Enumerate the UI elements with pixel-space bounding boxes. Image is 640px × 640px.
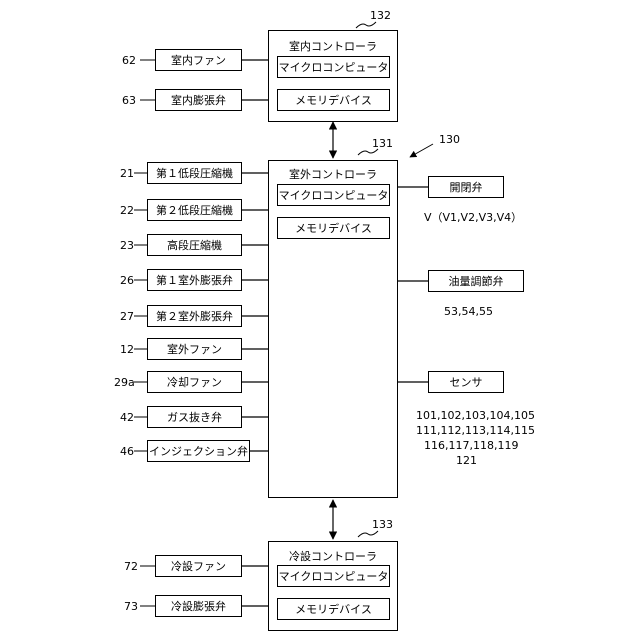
ref-cooler-valve: 73	[124, 601, 138, 612]
ref-cooler-controller: 133	[372, 519, 393, 530]
oil-valve-refs: 53,54,55	[444, 306, 493, 317]
indoor-microcomputer: マイクロコンピュータ	[277, 56, 390, 78]
second-outdoor-expansion-valve-box: 第２室外膨張弁	[147, 305, 242, 327]
leader-132	[356, 22, 376, 28]
ref-cooler-fan: 72	[124, 561, 138, 572]
second-low-stage-compressor-box: 第２低段圧縮機	[147, 199, 242, 221]
leader-133	[358, 531, 378, 537]
on-off-valve-box: 開閉弁	[428, 176, 504, 198]
cooler-fan-box: 冷設ファン	[155, 555, 242, 577]
cooler-expansion-valve-box: 冷設膨張弁	[155, 595, 242, 617]
cooler-controller-title: 冷設コントローラ	[269, 548, 397, 564]
sensor-box: センサ	[428, 371, 504, 393]
ref-indoor-valve: 63	[122, 95, 136, 106]
degassing-valve-box: ガス抜き弁	[147, 406, 242, 428]
ref-dev-22: 22	[120, 205, 134, 216]
ref-dev-23: 23	[120, 240, 134, 251]
outdoor-controller: 室外コントローラ	[268, 160, 398, 498]
cooler-microcomputer: マイクロコンピュータ	[277, 565, 390, 587]
first-outdoor-expansion-valve-box: 第１室外膨張弁	[147, 269, 242, 291]
sensor-refs-line-4: 121	[456, 455, 477, 466]
ref-dev-21: 21	[120, 168, 134, 179]
outdoor-controller-title: 室外コントローラ	[269, 166, 397, 182]
ref-dev-27: 27	[120, 311, 134, 322]
ref-dev-46: 46	[120, 446, 134, 457]
indoor-fan-box: 室内ファン	[155, 49, 242, 71]
ref-dev-26: 26	[120, 275, 134, 286]
first-low-stage-compressor-box: 第１低段圧縮機	[147, 162, 242, 184]
sensor-refs-line-3: 116,117,118,119	[424, 440, 518, 451]
ref-outdoor-controller: 131	[372, 138, 393, 149]
sensor-refs-line-2: 111,112,113,114,115	[416, 425, 535, 436]
injection-valve-box: インジェクション弁	[147, 440, 250, 462]
cooling-fan-box: 冷却ファン	[147, 371, 242, 393]
indoor-controller-title: 室内コントローラ	[269, 38, 397, 54]
ref-130-arrow	[410, 144, 433, 157]
indoor-expansion-valve-box: 室内膨張弁	[155, 89, 242, 111]
oil-amount-adjust-valve-box: 油量調節弁	[428, 270, 524, 292]
ref-indoor-controller: 132	[370, 10, 391, 21]
ref-dev-12: 12	[120, 344, 134, 355]
ref-dev-42: 42	[120, 412, 134, 423]
outdoor-memory-device: メモリデバイス	[277, 217, 390, 239]
outdoor-microcomputer: マイクロコンピュータ	[277, 184, 390, 206]
on-off-valve-refs: V（V1,V2,V3,V4）	[424, 212, 522, 223]
cooler-memory-device: メモリデバイス	[277, 598, 390, 620]
ref-system: 130	[439, 134, 460, 145]
ref-indoor-fan: 62	[122, 55, 136, 66]
high-stage-compressor-box: 高段圧縮機	[147, 234, 242, 256]
ref-dev-29a: 29a	[114, 377, 135, 388]
sensor-refs-line-1: 101,102,103,104,105	[416, 410, 535, 421]
outdoor-fan-box: 室外ファン	[147, 338, 242, 360]
indoor-memory-device: メモリデバイス	[277, 89, 390, 111]
